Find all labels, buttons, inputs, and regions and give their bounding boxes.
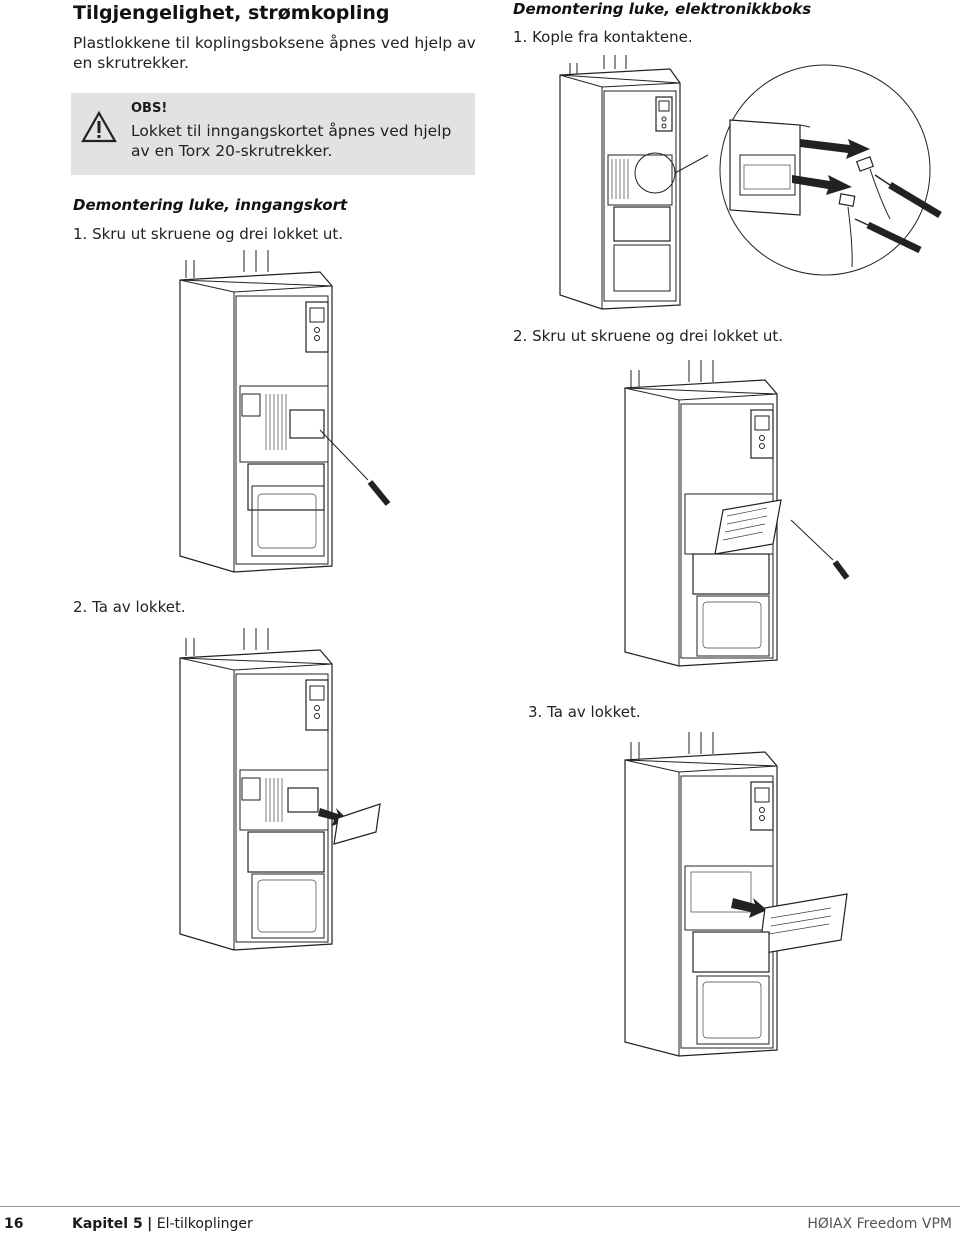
page-heading: Tilgjengelighet, strømkopling (73, 2, 390, 24)
chapter-title: El-tilkoplinger (156, 1216, 253, 1232)
intro-text: Plastlokkene til koplingsboksene åpnes v… (73, 34, 476, 72)
right-step-2: 2. Skru ut skruene og drei lokket ut. (513, 327, 783, 345)
heatpump-illustration-unscrew-electronics-cover (624, 360, 850, 667)
heatpump-illustration-unscrew-input-cover (179, 250, 391, 573)
page-number: 16 (4, 1216, 24, 1232)
left-step-2: 2. Ta av lokket. (73, 598, 186, 616)
heatpump-illustration-remove-electronics-cover (624, 732, 848, 1057)
obs-notice-box: OBS! Lokket til inngangskortet åpnes ved… (71, 93, 475, 175)
warning-triangle-icon (81, 110, 117, 143)
footer-rule (0, 1206, 960, 1207)
chapter-label: Kapitel 5 (72, 1216, 143, 1232)
subheading-elektronikkboks: Demontering luke, elektronikkboks (513, 0, 812, 18)
obs-title: OBS! (131, 101, 168, 116)
heatpump-illustration-remove-input-cover (179, 628, 381, 951)
heatpump-illustration-disconnect (559, 55, 709, 310)
obs-text: Lokket til inngangskortet åpnes ved hjel… (131, 122, 452, 160)
product-name: HØIAX Freedom VPM (807, 1216, 952, 1232)
chapter-reference: Kapitel 5 | El-tilkoplinger (72, 1216, 253, 1232)
right-step-1: 1. Kople fra kontaktene. (513, 28, 693, 46)
right-step-3: 3. Ta av lokket. (528, 703, 641, 721)
subheading-inngangskort: Demontering luke, inngangskort (73, 196, 348, 214)
zoom-detail-connectors (719, 64, 942, 276)
left-step-1: 1. Skru ut skruene og drei lokket ut. (73, 225, 343, 243)
